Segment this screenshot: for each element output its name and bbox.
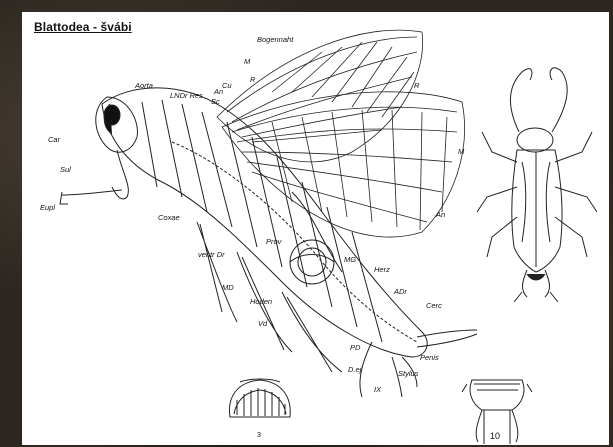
- label-fig-10: 10: [490, 431, 500, 441]
- label-sul: Sul: [60, 165, 71, 174]
- label-herz: Herz: [374, 265, 390, 274]
- label-cu: Cu: [222, 81, 232, 90]
- label-penis: Penis: [420, 353, 439, 362]
- label-pd: PD: [350, 343, 361, 352]
- cockroach-dorsal-figure: [477, 68, 597, 302]
- cockroach-anatomy-diagram: Bogennaht M R Cu An Sc R M An Aorta LNDr…: [22, 12, 609, 445]
- label-d-ej: D.ej: [348, 365, 362, 374]
- label-aorta: Aorta: [134, 81, 153, 90]
- label-eupl: Eupl: [40, 203, 55, 212]
- wing-fore: [217, 30, 423, 162]
- label-prov: Prov: [266, 237, 283, 246]
- label-stylus: Stylus: [398, 369, 419, 378]
- label-hoden: Hoden: [250, 297, 272, 306]
- label-lndr-res: LNDr Res: [170, 91, 203, 100]
- label-an-top: An: [213, 87, 223, 96]
- label-an-right: An: [435, 210, 445, 219]
- label-car: Car: [48, 135, 61, 144]
- label-sc: Sc: [211, 97, 220, 106]
- label-vd: Vd: [258, 319, 268, 328]
- label-bogennaht: Bogennaht: [257, 35, 294, 44]
- label-m-right: M: [458, 147, 465, 156]
- figure-3-ootheca: [229, 379, 290, 417]
- label-mg: MG: [344, 255, 356, 264]
- diagram-sheet: Blattodea - švábi: [22, 12, 609, 445]
- body-thorax-abdomen: [102, 88, 427, 357]
- label-m-top: M: [244, 57, 251, 66]
- label-md: MD: [222, 283, 234, 292]
- label-ventr-dr: ventr Dr: [198, 250, 225, 259]
- label-adr: ADr: [393, 287, 407, 296]
- label-cerc: Cerc: [426, 301, 442, 310]
- main-figure-labels: Bogennaht M R Cu An Sc R M An Aorta LNDr…: [40, 35, 465, 394]
- label-r-top: R: [250, 75, 256, 84]
- label-coxae: Coxae: [158, 213, 180, 222]
- label-fig-3: 3: [257, 432, 261, 439]
- label-r-right: R: [414, 81, 420, 90]
- mouthparts: [60, 150, 128, 204]
- label-ix: IX: [374, 385, 382, 394]
